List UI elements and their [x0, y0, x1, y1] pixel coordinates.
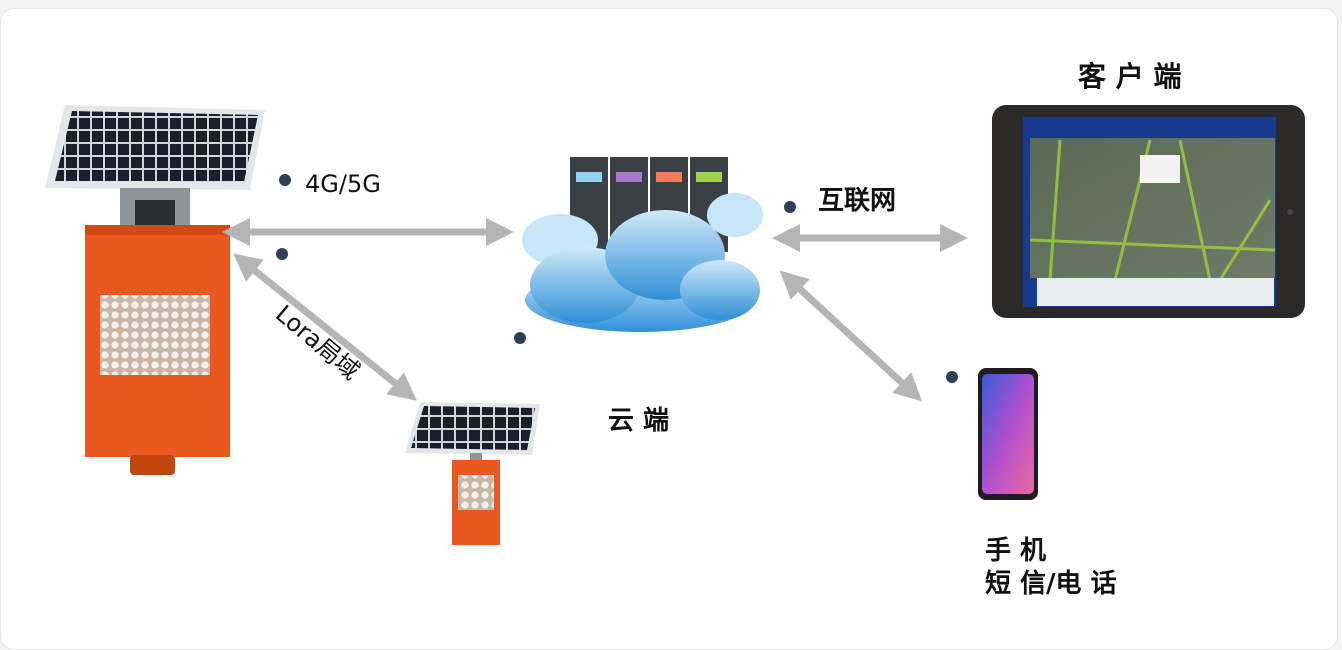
label-sms-call: 短 信/电 话	[985, 569, 1117, 599]
cloud-server-icon	[522, 157, 763, 332]
label-4g5g: 4G/5G	[305, 170, 381, 198]
phone-icon	[978, 368, 1038, 500]
solar-warning-light-small	[405, 402, 540, 545]
arrow-lora	[233, 253, 417, 401]
solar-warning-light-large	[45, 105, 265, 475]
bullet-dots	[276, 174, 958, 383]
diagram-graphics	[45, 105, 1305, 545]
label-client: 客 户 端	[1078, 60, 1182, 93]
tablet-client-icon	[992, 105, 1305, 318]
label-internet: 互联网	[818, 186, 897, 216]
label-phone: 手 机	[985, 536, 1047, 566]
label-cloud: 云 端	[608, 406, 670, 436]
arrow-phone	[779, 270, 923, 402]
